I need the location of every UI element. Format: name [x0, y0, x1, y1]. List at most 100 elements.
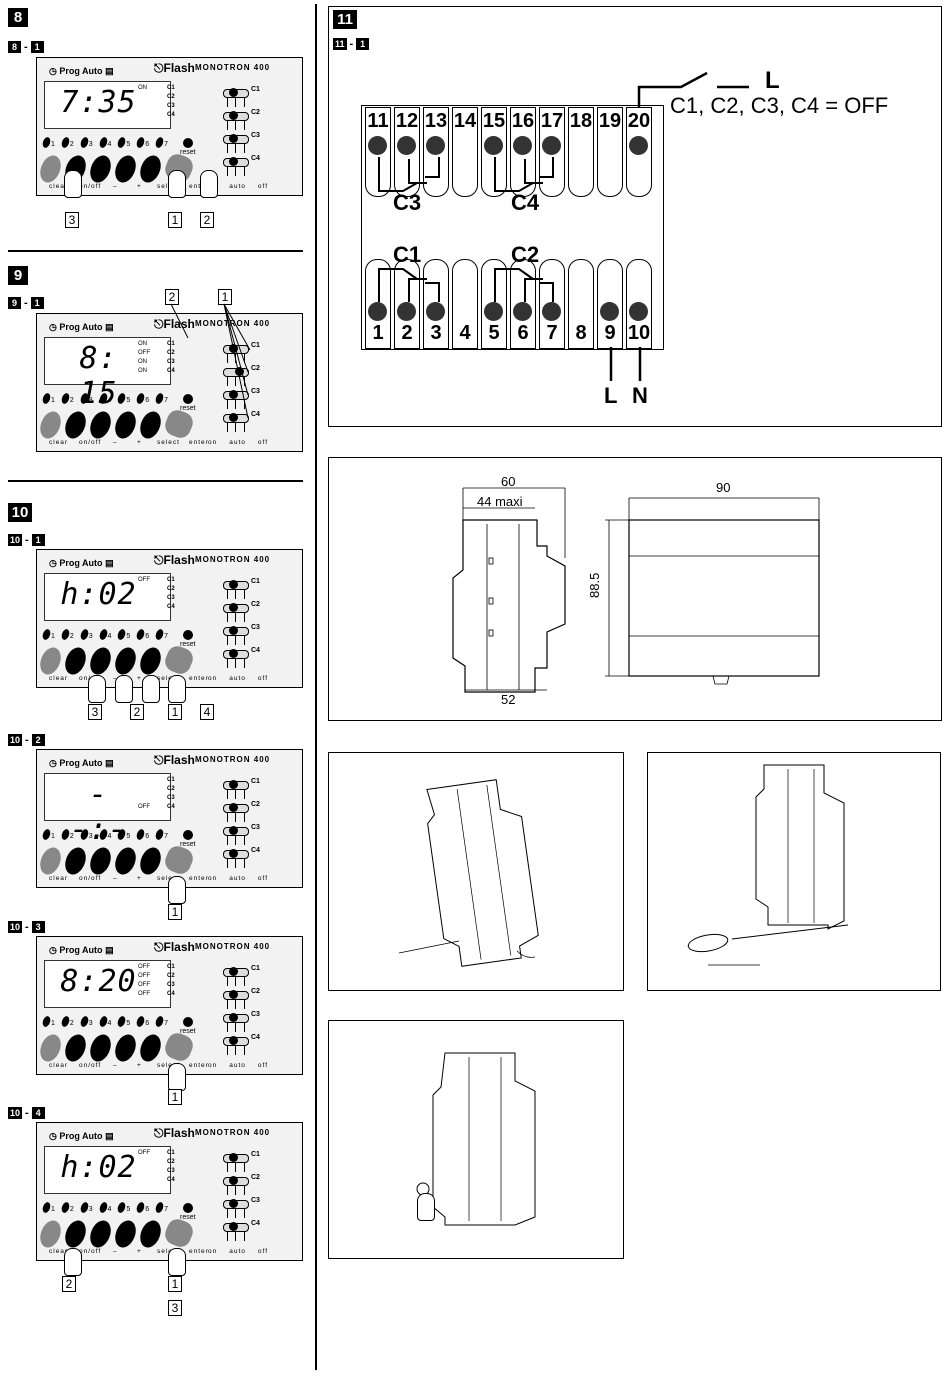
channel-switch[interactable]: C1 — [221, 86, 261, 109]
channel-switch[interactable]: C1 — [221, 578, 261, 601]
day-key[interactable]: 1 — [41, 136, 55, 149]
channel-switch[interactable]: C3 — [221, 1011, 261, 1034]
reset-button[interactable]: reset — [180, 394, 196, 412]
day-key[interactable]: 2 — [60, 828, 74, 841]
day-key[interactable]: 6 — [135, 392, 149, 405]
switch-knob[interactable] — [229, 1176, 238, 1185]
switch-knob[interactable] — [229, 1222, 238, 1231]
channel-switch[interactable]: C3 — [221, 624, 261, 647]
channel-switch[interactable]: C2 — [221, 988, 261, 1011]
day-key[interactable]: 6 — [135, 628, 149, 641]
day-key[interactable]: 6 — [135, 1015, 149, 1028]
day-key[interactable]: 3 — [79, 628, 93, 641]
day-key[interactable]: 3 — [79, 136, 93, 149]
day-key[interactable]: 4 — [97, 1015, 111, 1028]
enter-button[interactable] — [162, 1216, 196, 1250]
reset-button[interactable]: reset — [180, 138, 196, 156]
channel-switch[interactable]: C1 — [221, 778, 261, 801]
minus-button[interactable] — [86, 1217, 115, 1251]
day-key[interactable]: 2 — [60, 136, 74, 149]
clear-button[interactable] — [36, 1217, 65, 1251]
switch-knob[interactable] — [229, 1036, 238, 1045]
day-key[interactable]: 1 — [41, 628, 55, 641]
switch-knob[interactable] — [229, 390, 238, 399]
day-key[interactable]: 5 — [116, 1015, 130, 1028]
on-off-button[interactable] — [61, 644, 90, 678]
clear-button[interactable] — [36, 408, 65, 442]
switch-knob[interactable] — [229, 1013, 238, 1022]
day-key[interactable]: 4 — [97, 136, 111, 149]
day-key[interactable]: 7 — [154, 392, 168, 405]
day-key[interactable]: 7 — [154, 628, 168, 641]
day-key[interactable]: 5 — [116, 136, 130, 149]
reset-button[interactable]: reset — [180, 630, 196, 648]
day-key[interactable]: 1 — [41, 392, 55, 405]
plus-button[interactable] — [111, 408, 140, 442]
channel-switch[interactable]: C2 — [221, 1174, 261, 1197]
select-button[interactable] — [136, 1031, 165, 1065]
clear-button[interactable] — [36, 844, 65, 878]
minus-button[interactable] — [86, 1031, 115, 1065]
channel-switch[interactable]: C2 — [221, 801, 261, 824]
day-key[interactable]: 3 — [79, 1201, 93, 1214]
day-key[interactable]: 2 — [60, 1201, 74, 1214]
select-button[interactable] — [136, 1217, 165, 1251]
channel-switch[interactable]: C4 — [221, 1034, 261, 1057]
day-key[interactable]: 5 — [116, 392, 130, 405]
switch-knob[interactable] — [229, 88, 238, 97]
switch-knob[interactable] — [229, 780, 238, 789]
enter-button[interactable] — [162, 843, 196, 877]
plus-button[interactable] — [111, 1217, 140, 1251]
switch-knob[interactable] — [235, 367, 244, 376]
channel-switch[interactable]: C4 — [221, 847, 261, 870]
minus-button[interactable] — [86, 408, 115, 442]
channel-switch[interactable]: C1 — [221, 1151, 261, 1174]
channel-switch[interactable]: C3 — [221, 388, 261, 411]
enter-button[interactable] — [162, 1030, 196, 1064]
day-key[interactable]: 3 — [79, 1015, 93, 1028]
switch-knob[interactable] — [229, 413, 238, 422]
switch-knob[interactable] — [229, 803, 238, 812]
minus-button[interactable] — [86, 644, 115, 678]
minus-button[interactable] — [86, 844, 115, 878]
switch-knob[interactable] — [229, 157, 238, 166]
day-key[interactable]: 3 — [79, 828, 93, 841]
on-off-button[interactable] — [61, 1031, 90, 1065]
day-key[interactable]: 4 — [97, 828, 111, 841]
channel-switch[interactable]: C3 — [221, 824, 261, 847]
switch-knob[interactable] — [229, 580, 238, 589]
clear-button[interactable] — [36, 152, 65, 186]
on-off-button[interactable] — [61, 408, 90, 442]
day-key[interactable]: 5 — [116, 828, 130, 841]
switch-knob[interactable] — [229, 626, 238, 635]
plus-button[interactable] — [111, 644, 140, 678]
switch-knob[interactable] — [229, 111, 238, 120]
day-key[interactable]: 6 — [135, 828, 149, 841]
switch-knob[interactable] — [229, 967, 238, 976]
day-key[interactable]: 5 — [116, 1201, 130, 1214]
select-button[interactable] — [136, 152, 165, 186]
reset-button[interactable]: reset — [180, 830, 196, 848]
plus-button[interactable] — [111, 1031, 140, 1065]
select-button[interactable] — [136, 844, 165, 878]
channel-switch[interactable]: C2 — [221, 109, 261, 132]
switch-knob[interactable] — [229, 1199, 238, 1208]
channel-switch[interactable]: C4 — [221, 647, 261, 670]
channel-switch[interactable]: C3 — [221, 132, 261, 155]
day-key[interactable]: 4 — [97, 1201, 111, 1214]
switch-knob[interactable] — [229, 603, 238, 612]
switch-knob[interactable] — [229, 990, 238, 999]
plus-button[interactable] — [111, 844, 140, 878]
day-key[interactable]: 1 — [41, 828, 55, 841]
day-key[interactable]: 7 — [154, 828, 168, 841]
day-key[interactable]: 2 — [60, 392, 74, 405]
plus-button[interactable] — [111, 152, 140, 186]
day-key[interactable]: 6 — [135, 136, 149, 149]
channel-switch[interactable]: C4 — [221, 411, 261, 434]
day-key[interactable]: 7 — [154, 136, 168, 149]
day-key[interactable]: 6 — [135, 1201, 149, 1214]
on-off-button[interactable] — [61, 1217, 90, 1251]
day-key[interactable]: 3 — [79, 392, 93, 405]
switch-knob[interactable] — [229, 649, 238, 658]
on-off-button[interactable] — [61, 844, 90, 878]
